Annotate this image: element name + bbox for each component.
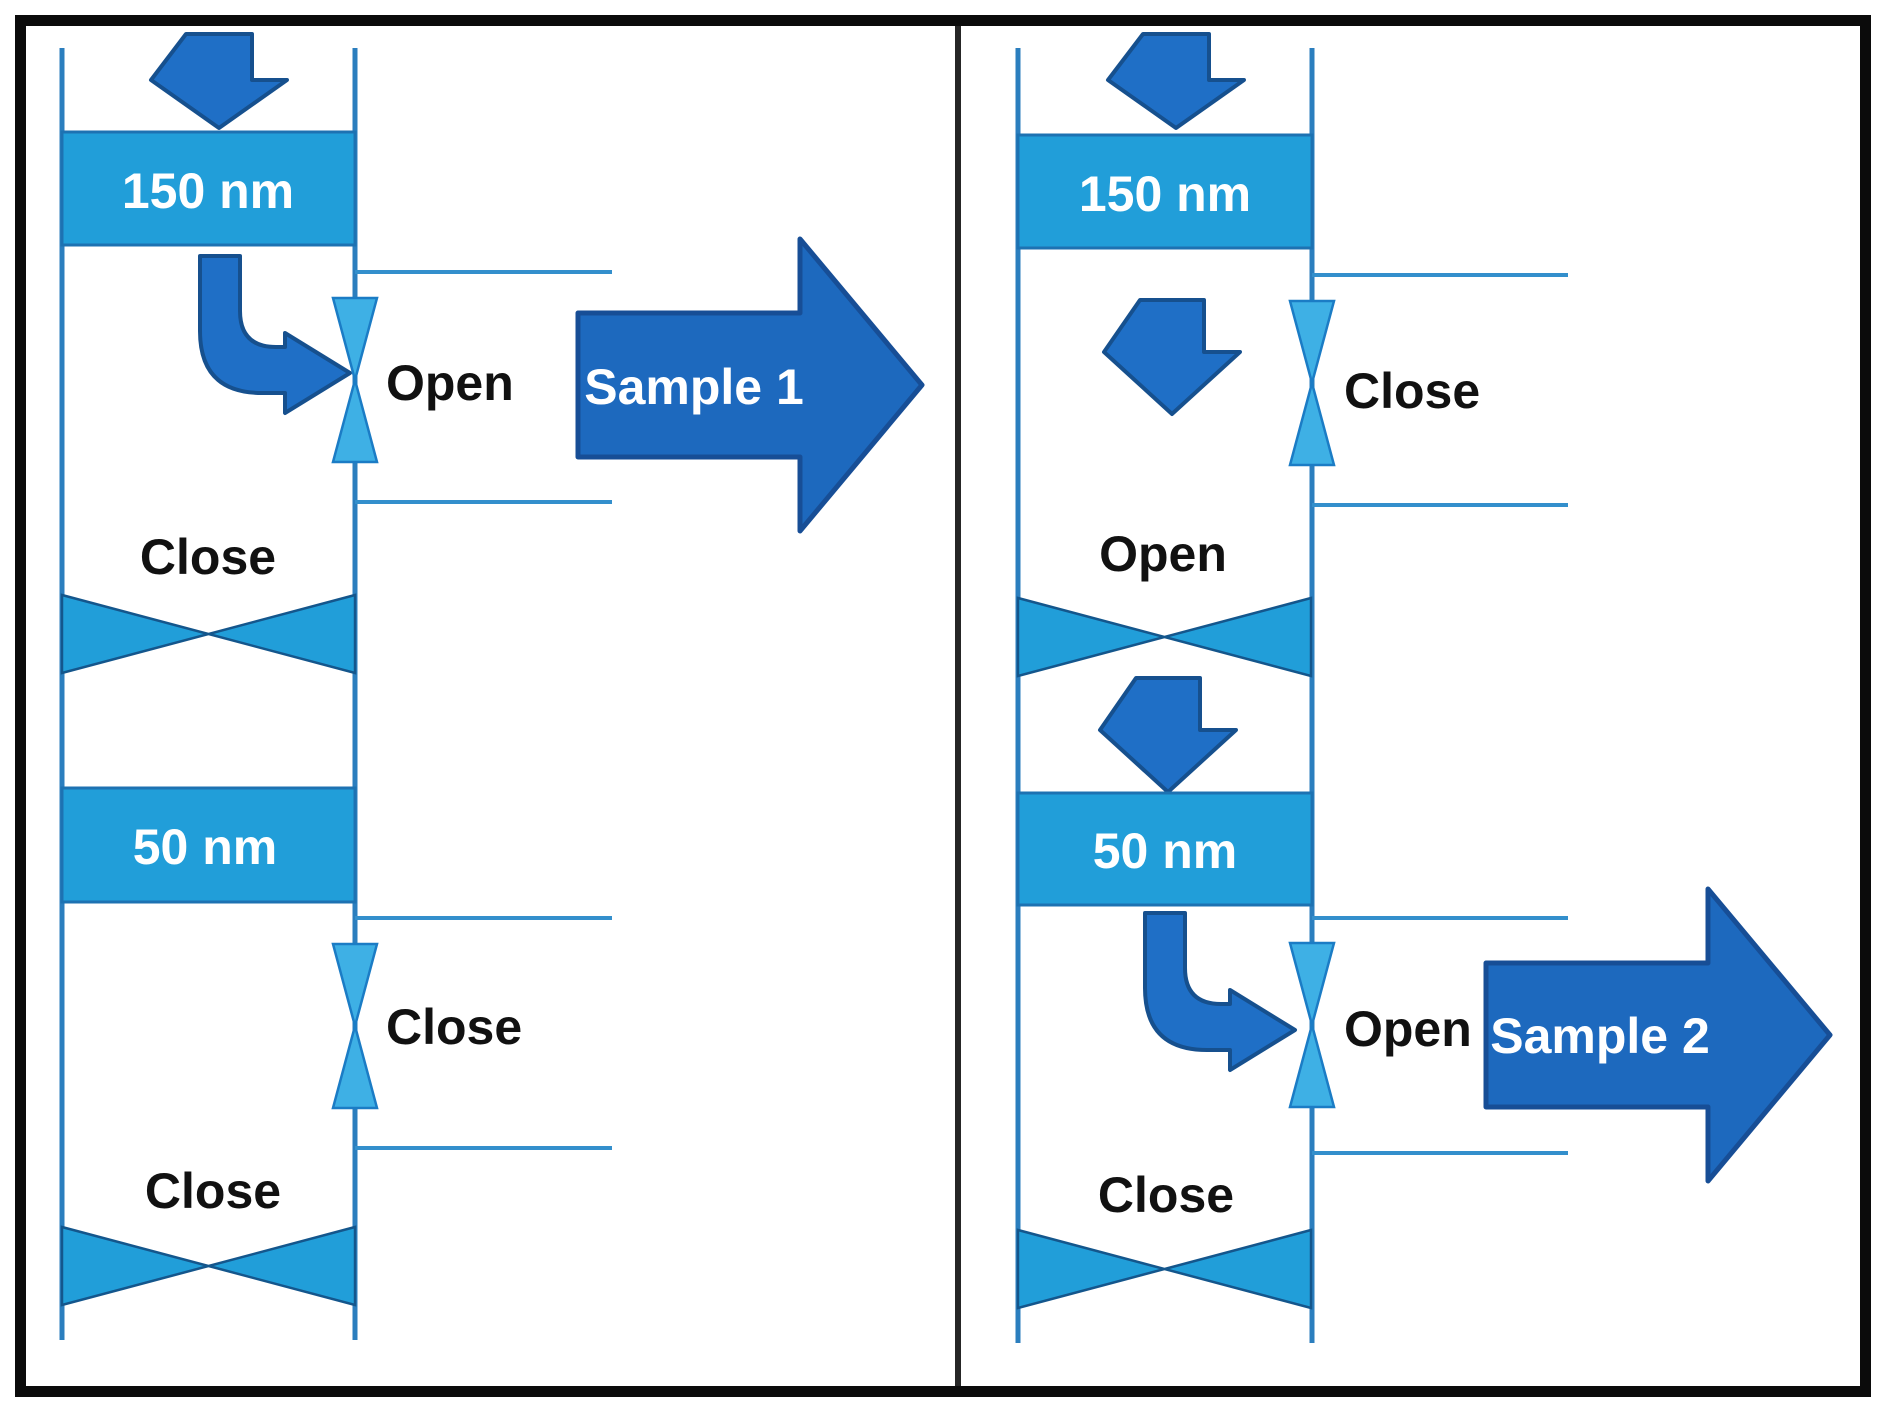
main-valve-bottom-icon bbox=[1016, 1228, 1313, 1310]
panel-2: 150 nm Close Open 50 nm Open Sample 2 Cl… bbox=[1015, 32, 1830, 1343]
elbow-arrow-icon bbox=[198, 254, 352, 415]
main-valve-mid-icon bbox=[1016, 596, 1313, 678]
flow-arrow-icon bbox=[1102, 298, 1242, 416]
sample-1-arrow: Sample 1 bbox=[578, 239, 922, 531]
filter-150nm-box bbox=[60, 130, 357, 247]
main-valve-mid-label: Open bbox=[1099, 526, 1227, 582]
main-valve-mid-label: Close bbox=[140, 529, 276, 585]
main-valve-mid-icon bbox=[60, 593, 357, 675]
flow-arrow-icon bbox=[1098, 676, 1238, 794]
panel-1: 150 nm Open Sample 1 Close 50 nm Close C… bbox=[59, 32, 922, 1340]
elbow-arrow-icon bbox=[1143, 911, 1297, 1072]
filter-150nm-label: 150 nm bbox=[1079, 166, 1251, 222]
inlet-arrow-icon bbox=[1106, 32, 1246, 130]
main-valve-bottom-label: Close bbox=[145, 1163, 281, 1219]
branch-valve-bottom-icon bbox=[1288, 941, 1336, 1109]
filter-50nm-box bbox=[1016, 791, 1314, 907]
filter-150nm-label: 150 nm bbox=[122, 163, 294, 219]
branch-valve-bottom-label: Open bbox=[1344, 1001, 1472, 1057]
sample-arrow-label: Sample 2 bbox=[1490, 1008, 1710, 1064]
sample-arrow-label: Sample 1 bbox=[584, 359, 804, 415]
figure-border bbox=[15, 15, 1871, 1397]
branch-valve-bottom-label: Close bbox=[386, 999, 522, 1055]
main-valve-bottom-label: Close bbox=[1098, 1167, 1234, 1223]
branch-valve-top-icon bbox=[1288, 299, 1336, 467]
filter-50nm-label: 50 nm bbox=[133, 819, 278, 875]
branch-valve-top-label: Open bbox=[386, 355, 514, 411]
filter-50nm-label: 50 nm bbox=[1093, 823, 1238, 879]
main-valve-bottom-icon bbox=[60, 1225, 357, 1307]
inlet-arrow-icon bbox=[149, 32, 289, 130]
branch-valve-top-label: Close bbox=[1344, 363, 1480, 419]
branch-valve-bottom-icon bbox=[331, 942, 379, 1110]
filter-150nm-box bbox=[1016, 133, 1314, 250]
sample-2-arrow: Sample 2 bbox=[1486, 889, 1830, 1181]
filter-50nm-box bbox=[60, 786, 357, 904]
